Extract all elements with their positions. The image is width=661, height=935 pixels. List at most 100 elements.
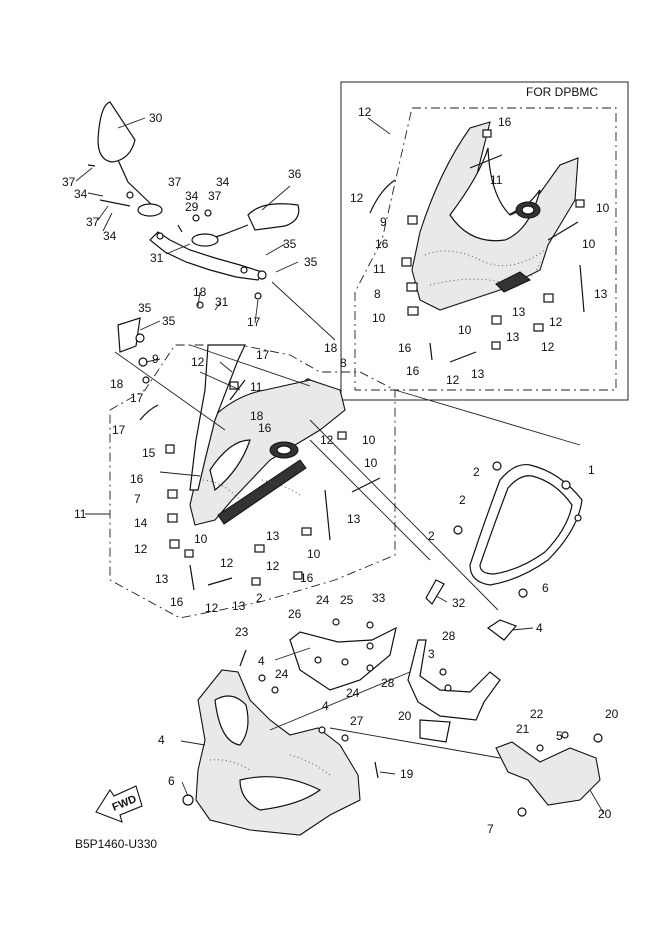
callout-label: 3 — [428, 647, 435, 661]
callout-label: 16 — [170, 595, 184, 609]
callout-label: 12 — [446, 373, 460, 387]
callout-label: 27 — [350, 714, 364, 728]
callout-label: 7 — [487, 822, 494, 836]
callout-label: 20 — [398, 709, 412, 723]
callout-label: 5 — [556, 729, 563, 743]
callout-label: 31 — [215, 295, 229, 309]
callout-label: 11 — [74, 507, 87, 521]
callout-label: 13 — [471, 367, 485, 381]
callout-label: 4 — [536, 621, 543, 635]
windshield — [453, 461, 583, 598]
callout-label: 22 — [530, 707, 544, 721]
callout-label: 36 — [288, 167, 302, 181]
callout-label: 11 — [490, 173, 503, 187]
callout-label: 16 — [498, 115, 512, 129]
cowling-assembly — [109, 344, 396, 619]
callout-label: 18 — [324, 341, 338, 355]
callout-label: 17 — [247, 315, 261, 329]
callout-label: 17 — [256, 348, 270, 362]
callout-label: 10 — [307, 547, 321, 561]
callout-label: 2 — [428, 529, 435, 543]
diagram-code: B5P1460-U330 — [75, 837, 157, 851]
callout-label: 6 — [168, 774, 175, 788]
callout-label: 2 — [473, 465, 480, 479]
callout-label: 4 — [322, 699, 329, 713]
mirror-left — [97, 101, 136, 163]
callout-label: 13 — [594, 287, 608, 301]
callout-label: 24 — [316, 593, 330, 607]
mirror-right — [247, 203, 300, 231]
callout-label: 16 — [258, 421, 272, 435]
callout-labels: 30 37 34 37 34 37 34 34 37 29 36 31 35 3… — [62, 105, 619, 836]
callout-label: 16 — [130, 472, 144, 486]
callout-label: 12 — [220, 556, 234, 570]
callout-label: 35 — [138, 301, 152, 315]
callout-label: 37 — [168, 175, 182, 189]
callout-label: 12 — [541, 340, 555, 354]
callout-label: 11 — [373, 262, 386, 276]
side-bracket-23 — [289, 618, 397, 691]
callout-label: 2 — [256, 591, 263, 605]
callout-label: 17 — [130, 391, 144, 405]
callout-label: 12 — [266, 559, 280, 573]
callout-label: 24 — [275, 667, 289, 681]
callout-label: 19 — [400, 767, 414, 781]
callout-label: 18 — [250, 409, 264, 423]
callout-label: 13 — [155, 572, 169, 586]
callout-label: 25 — [340, 593, 354, 607]
callout-label: 20 — [605, 707, 619, 721]
callout-label: 10 — [194, 532, 208, 546]
callout-label: 35 — [162, 314, 176, 328]
callout-label: 4 — [258, 654, 265, 668]
callout-label: 16 — [398, 341, 412, 355]
callout-label: 16 — [300, 571, 314, 585]
callout-label: 26 — [288, 607, 302, 621]
callout-label: 10 — [362, 433, 376, 447]
callout-label: 9 — [152, 352, 159, 366]
callout-label: 16 — [406, 364, 420, 378]
callout-label: 33 — [372, 591, 386, 605]
inset-panel: FOR DPBMC — [340, 81, 629, 401]
callout-label: 13 — [506, 330, 520, 344]
callout-label: 9 — [380, 215, 387, 229]
callout-label: 23 — [235, 625, 249, 639]
fwd-arrow-icon: FWD — [95, 785, 143, 823]
callout-label: 12 — [205, 601, 219, 615]
callout-label: 4 — [158, 733, 165, 747]
upper-cowling — [189, 379, 346, 526]
callout-label: 37 — [62, 175, 76, 189]
callout-label: 12 — [191, 355, 205, 369]
callout-label: 13 — [347, 512, 361, 526]
callout-label: 10 — [364, 456, 378, 470]
cowling-stay-27 — [407, 579, 518, 743]
callout-label: 16 — [375, 237, 389, 251]
mirror-stay — [149, 231, 263, 281]
callout-label: 37 — [86, 215, 100, 229]
callout-label: 18 — [193, 285, 207, 299]
callout-label: 34 — [216, 175, 230, 189]
callout-label: 13 — [232, 599, 246, 613]
mirror-assembly — [87, 101, 312, 434]
callout-label: 14 — [134, 516, 148, 530]
inset-title: FOR DPBMC — [526, 85, 598, 99]
callout-label: 12 — [320, 433, 334, 447]
callout-label: 11 — [250, 380, 263, 394]
callout-label: 35 — [283, 237, 297, 251]
callout-label: 18 — [110, 377, 124, 391]
callout-label: 10 — [372, 311, 386, 325]
callout-label: 30 — [149, 111, 163, 125]
callout-label: 10 — [458, 323, 472, 337]
callout-label: 17 — [112, 423, 126, 437]
callout-label: 8 — [374, 287, 381, 301]
callout-label: 15 — [142, 446, 156, 460]
callout-label: 34 — [74, 187, 88, 201]
callout-label: 6 — [542, 581, 549, 595]
leader-lines — [75, 117, 605, 815]
callout-label: 21 — [516, 722, 530, 736]
callout-label: 10 — [582, 237, 596, 251]
callout-label: 28 — [442, 629, 456, 643]
callout-label: 7 — [134, 492, 141, 506]
callout-label: 13 — [266, 529, 280, 543]
callout-label: 1 — [588, 463, 595, 477]
